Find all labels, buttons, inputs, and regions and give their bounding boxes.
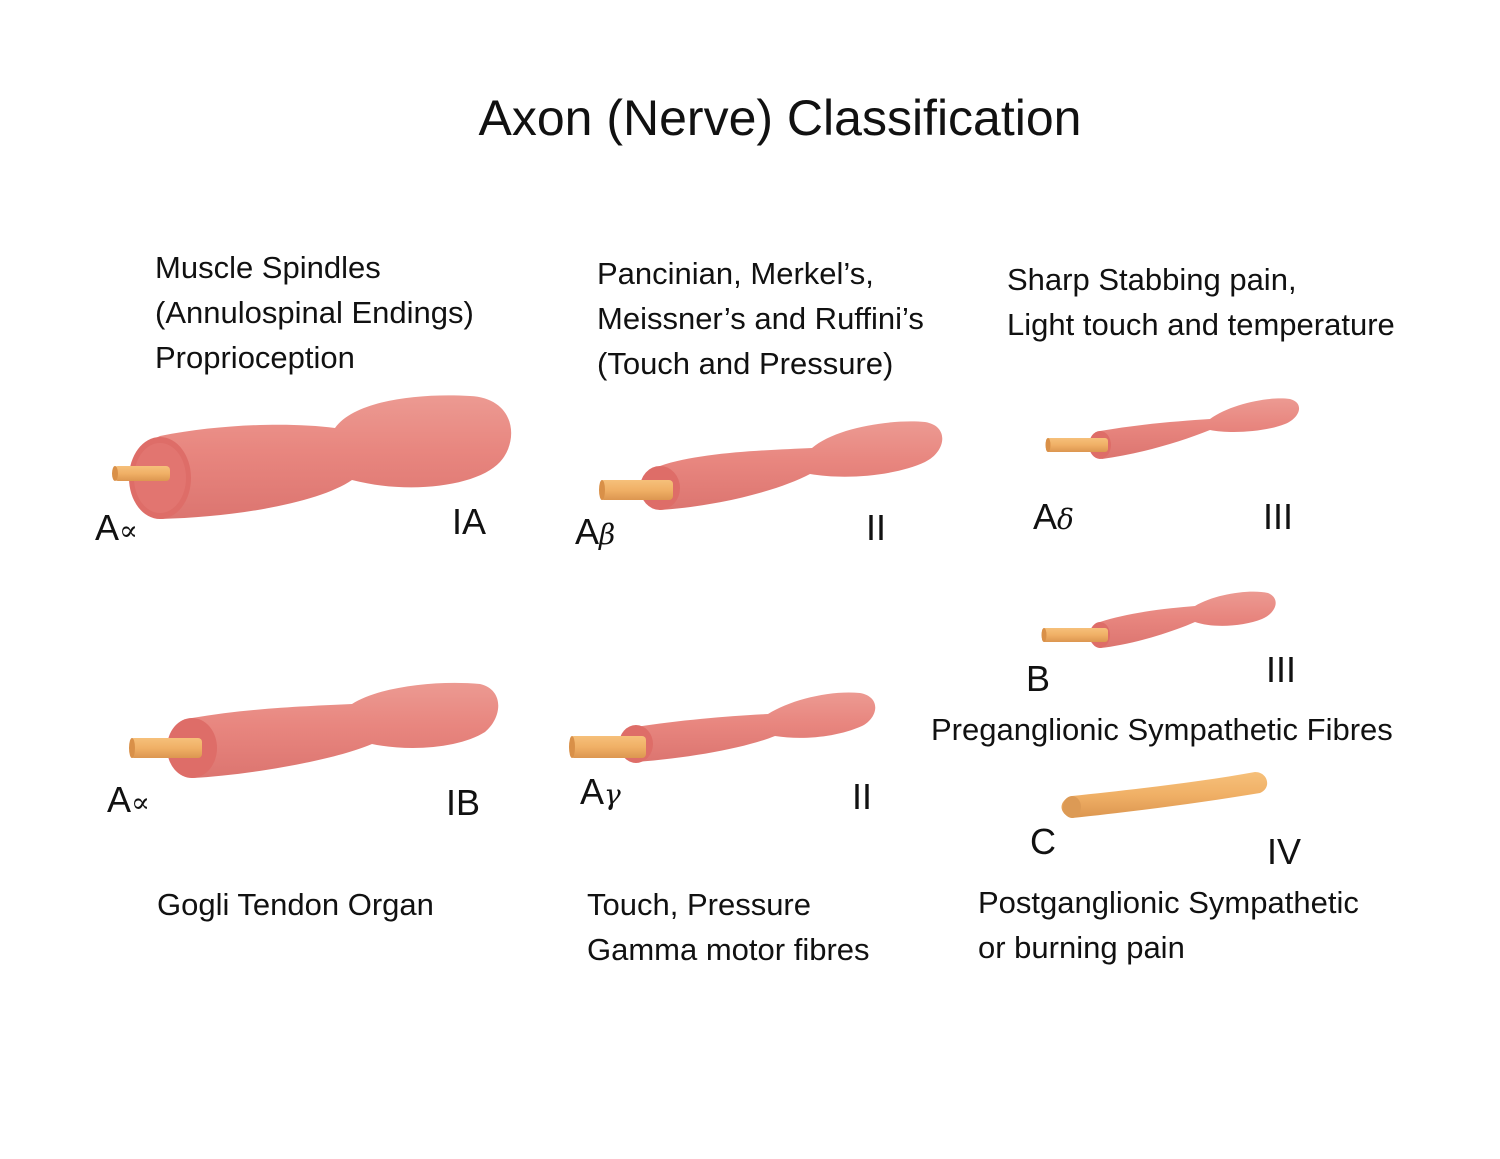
desc-preganglionic: Preganglionic Sympathetic Fibres bbox=[931, 707, 1393, 752]
fiber-aalpha-ib bbox=[129, 682, 499, 778]
diagram-title: Axon (Nerve) Classification bbox=[478, 90, 1082, 146]
desc-line: Pancinian, Merkel’s, bbox=[597, 256, 874, 291]
fiber-group-label: II bbox=[866, 507, 887, 548]
fiber-group-label: IB bbox=[446, 782, 481, 823]
axon-core bbox=[1046, 438, 1108, 452]
myelin-sheath bbox=[1089, 591, 1276, 648]
fiber-letter: A bbox=[107, 779, 132, 820]
desc-gamma-motor: Touch, Pressure Gamma motor fibres bbox=[587, 882, 870, 972]
axon-end bbox=[1045, 438, 1051, 452]
desc-line: Meissner’s and Ruffini’s bbox=[597, 301, 924, 336]
desc-sharp-pain: Sharp Stabbing pain, Light touch and tem… bbox=[1007, 257, 1395, 347]
fiber-letter: A bbox=[575, 511, 600, 552]
axon-core bbox=[130, 738, 202, 758]
desc-line: Proprioception bbox=[155, 340, 355, 375]
myelin-sheath bbox=[135, 395, 512, 519]
desc-line: Preganglionic Sympathetic Fibres bbox=[931, 712, 1393, 747]
axon-core bbox=[1042, 628, 1108, 642]
fiber-greek-subscript: γ bbox=[604, 778, 621, 811]
fiber-type-label: Aβ bbox=[575, 512, 615, 555]
myelin-sheath bbox=[622, 692, 876, 762]
axon-core bbox=[114, 466, 170, 481]
axon-core bbox=[570, 736, 646, 758]
desc-line: Gamma motor fibres bbox=[587, 932, 870, 967]
fiber-letter: A bbox=[580, 771, 605, 812]
desc-line: (Annulospinal Endings) bbox=[155, 295, 474, 330]
axon-end bbox=[599, 480, 605, 500]
axon-core bbox=[600, 480, 673, 500]
fiber-abeta-ii bbox=[599, 421, 943, 510]
axon-end bbox=[1041, 628, 1047, 642]
desc-line: Gogli Tendon Organ bbox=[157, 887, 434, 922]
desc-touch-receptors: Pancinian, Merkel’s, Meissner’s and Ruff… bbox=[597, 251, 924, 386]
fiber-type-label: Aδ bbox=[1033, 497, 1074, 540]
fiber-greek-subscript: β bbox=[599, 518, 616, 551]
desc-line: Muscle Spindles bbox=[155, 250, 381, 285]
desc-line: or burning pain bbox=[978, 930, 1185, 965]
myelin-sheath bbox=[1091, 398, 1300, 459]
desc-muscle-spindles: Muscle Spindles (Annulospinal Endings) P… bbox=[155, 245, 474, 380]
fiber-group-label: IA bbox=[452, 501, 487, 542]
myelin-sheath bbox=[168, 682, 499, 778]
fiber-group-label: III bbox=[1266, 649, 1297, 690]
fiber-adelta-iii bbox=[1045, 398, 1300, 459]
fiber-letter: C bbox=[1030, 821, 1056, 862]
fiber-letter: A bbox=[95, 507, 120, 548]
desc-line: Light touch and temperature bbox=[1007, 307, 1395, 342]
fiber-greek-subscript: δ bbox=[1057, 503, 1074, 536]
axon-end bbox=[112, 466, 118, 481]
fiber-group-label: IV bbox=[1267, 831, 1302, 872]
fiber-aalpha-ia bbox=[112, 395, 512, 519]
axon-end bbox=[569, 736, 575, 758]
fiber-greek-subscript: ∝ bbox=[131, 786, 150, 819]
desc-golgi-tendon: Gogli Tendon Organ bbox=[157, 882, 434, 927]
axon-end bbox=[1063, 796, 1081, 818]
fiber-agamma-ii bbox=[569, 692, 876, 763]
myelin-sheath bbox=[641, 421, 943, 510]
fiber-type-label: A∝ bbox=[95, 508, 138, 551]
axon-end bbox=[129, 738, 135, 758]
desc-postganglionic: Postganglionic Sympathetic or burning pa… bbox=[978, 880, 1359, 970]
fiber-type-label: C bbox=[1030, 822, 1056, 862]
fiber-greek-subscript: ∝ bbox=[119, 514, 138, 547]
axon-core bbox=[1061, 772, 1268, 818]
fiber-c-iv bbox=[1061, 772, 1268, 818]
fiber-letter: A bbox=[1033, 496, 1058, 537]
fiber-group-label: III bbox=[1263, 496, 1294, 537]
fiber-type-label: Aγ bbox=[580, 772, 621, 815]
desc-line: Postganglionic Sympathetic bbox=[978, 885, 1359, 920]
desc-line: Touch, Pressure bbox=[587, 887, 811, 922]
fiber-type-label: B bbox=[1026, 659, 1050, 699]
fiber-group-label: II bbox=[852, 776, 873, 817]
fiber-b-iii bbox=[1041, 591, 1276, 648]
desc-line: (Touch and Pressure) bbox=[597, 346, 894, 381]
fiber-type-label: A∝ bbox=[107, 780, 150, 823]
fiber-letter: B bbox=[1026, 658, 1051, 699]
desc-line: Sharp Stabbing pain, bbox=[1007, 262, 1297, 297]
